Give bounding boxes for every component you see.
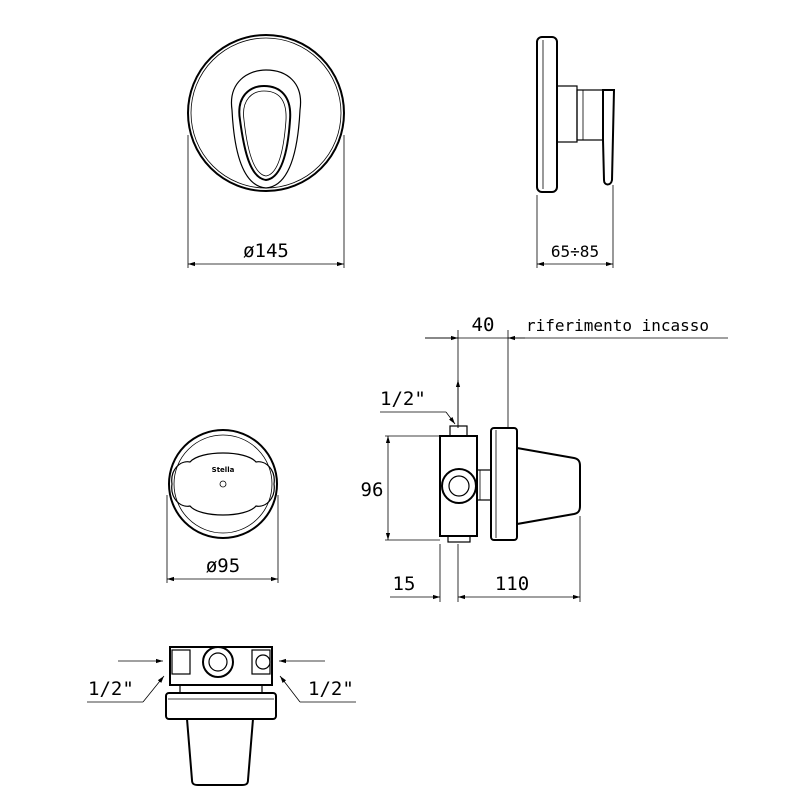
mounting-plate	[490, 427, 518, 541]
top-port-outer	[202, 646, 234, 678]
cover-plate-inner	[190, 37, 342, 189]
lever-profile	[602, 89, 616, 186]
top-protective-cap	[185, 718, 255, 786]
front-view: ø145	[187, 34, 345, 268]
inlet-right-label: 1/2"	[308, 678, 354, 700]
valve-port-outer	[441, 468, 477, 504]
body-outer-circle	[168, 429, 278, 539]
body-inner-circle	[173, 434, 273, 534]
handle-lever	[238, 84, 292, 182]
body-profile	[556, 85, 578, 143]
top-port-inner	[208, 652, 228, 672]
inlet-left-label: 1/2"	[88, 678, 134, 700]
dim-15: 15	[393, 573, 416, 595]
installation-reference-label: riferimento incasso	[526, 316, 709, 335]
collar-profile	[576, 89, 604, 141]
dim-diameter-145: ø145	[243, 240, 289, 262]
top-stem	[179, 684, 263, 694]
handle-base	[230, 69, 302, 189]
dim-40: 40	[472, 314, 495, 336]
cover-plate-profile	[536, 36, 558, 193]
handle-lever-inner	[243, 90, 287, 177]
body-front-view: Stella ø95	[166, 429, 279, 583]
brand-mark: Stella	[212, 466, 235, 474]
body-top-view: 1/2" 1/2"	[87, 646, 356, 786]
top-mounting-plate	[165, 692, 277, 720]
top-inlet-right-cap	[255, 654, 271, 670]
valve-port-inner	[448, 475, 470, 497]
cover-plate-outer	[187, 34, 345, 192]
side-view: 65÷85	[536, 36, 616, 268]
dim-110: 110	[495, 573, 529, 595]
top-inlet-right	[251, 649, 271, 675]
valve-body	[439, 435, 478, 537]
protective-cap	[516, 446, 581, 526]
inlet-top-label: 1/2"	[380, 388, 426, 410]
dim-depth-65-85: 65÷85	[551, 242, 599, 261]
valve-neck	[476, 469, 492, 501]
dim-96: 96	[361, 479, 384, 501]
top-inlet-left	[171, 649, 191, 675]
valve-top-stem	[449, 425, 468, 437]
body-side-view: 40 riferimento incasso 1/2" 96 15 110	[361, 314, 728, 602]
valve-bottom-stem	[447, 535, 471, 543]
dim-diameter-95: ø95	[206, 555, 240, 577]
body-flange	[171, 452, 275, 516]
center-hole	[219, 480, 227, 488]
